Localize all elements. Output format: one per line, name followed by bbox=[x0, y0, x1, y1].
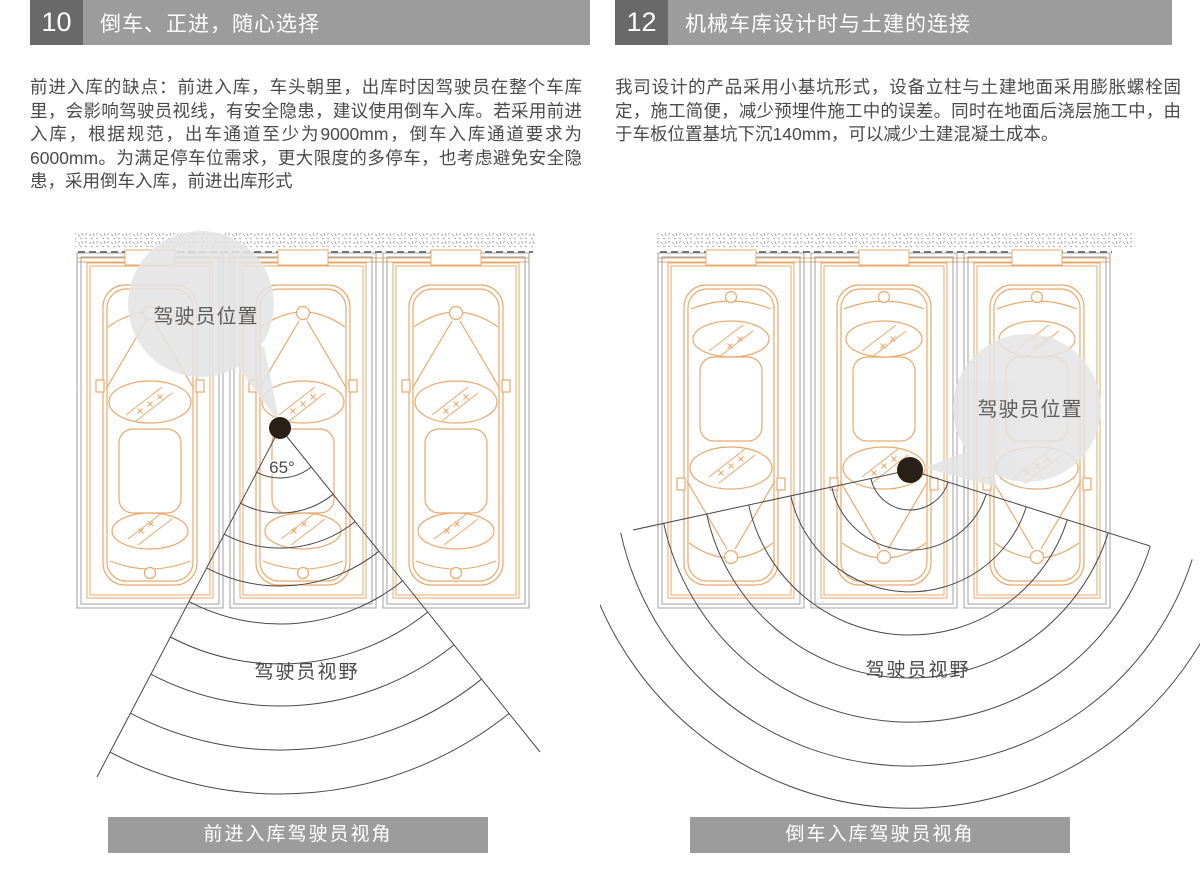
driver-callout-bubble bbox=[924, 334, 1101, 487]
right-section-number: 12 bbox=[615, 0, 668, 45]
driver-callout-bubble bbox=[128, 231, 280, 424]
view-angle-label: 65° bbox=[269, 458, 295, 477]
left-section-title: 倒车、正进，随心选择 bbox=[100, 12, 320, 36]
right-section-header: 12 机械车库设计时与土建的连接 bbox=[615, 0, 1172, 45]
driver-view-label: 驾驶员视野 bbox=[865, 659, 970, 681]
left-caption: 前进入库驾驶员视角 bbox=[108, 817, 488, 853]
right-section-title: 机械车库设计时与土建的连接 bbox=[685, 12, 971, 36]
wall-hatch-strip bbox=[656, 233, 1134, 249]
left-section-header: 10 倒车、正进，随心选择 bbox=[30, 0, 590, 45]
view-cone-lines bbox=[632, 469, 1151, 547]
left-section-number: 10 bbox=[30, 0, 83, 45]
right-caption: 倒车入库驾驶员视角 bbox=[690, 817, 1070, 853]
view-cone-and-arcs bbox=[600, 469, 1200, 809]
driver-view-label: 驾驶员视野 bbox=[254, 661, 359, 683]
driver-position-label: 驾驶员位置 bbox=[978, 398, 1083, 421]
left-paragraph: 前进入库的缺点：前进入库，车头朝里，出库时因驾驶员在整个车库里，会影响驾驶员视线… bbox=[30, 77, 582, 191]
wall-hatch-strip bbox=[75, 233, 535, 249]
driver-position-dot bbox=[897, 457, 923, 483]
driver-position-dot bbox=[269, 417, 291, 439]
left-diagram-forward-parking: 驾驶员位置 65° 驾驶员视野 bbox=[75, 231, 541, 795]
driver-position-label: 驾驶员位置 bbox=[154, 305, 259, 328]
view-cone-and-arcs bbox=[96, 427, 541, 795]
view-cone-lines bbox=[96, 427, 541, 778]
right-diagram-reverse-parking: 驾驶员位置 驾驶员视野 bbox=[600, 233, 1200, 809]
right-paragraph: 我司设计的产品采用小基坑形式，设备立柱与土建地面采用膨胀螺栓固定，施工简便，减少… bbox=[615, 77, 1181, 144]
